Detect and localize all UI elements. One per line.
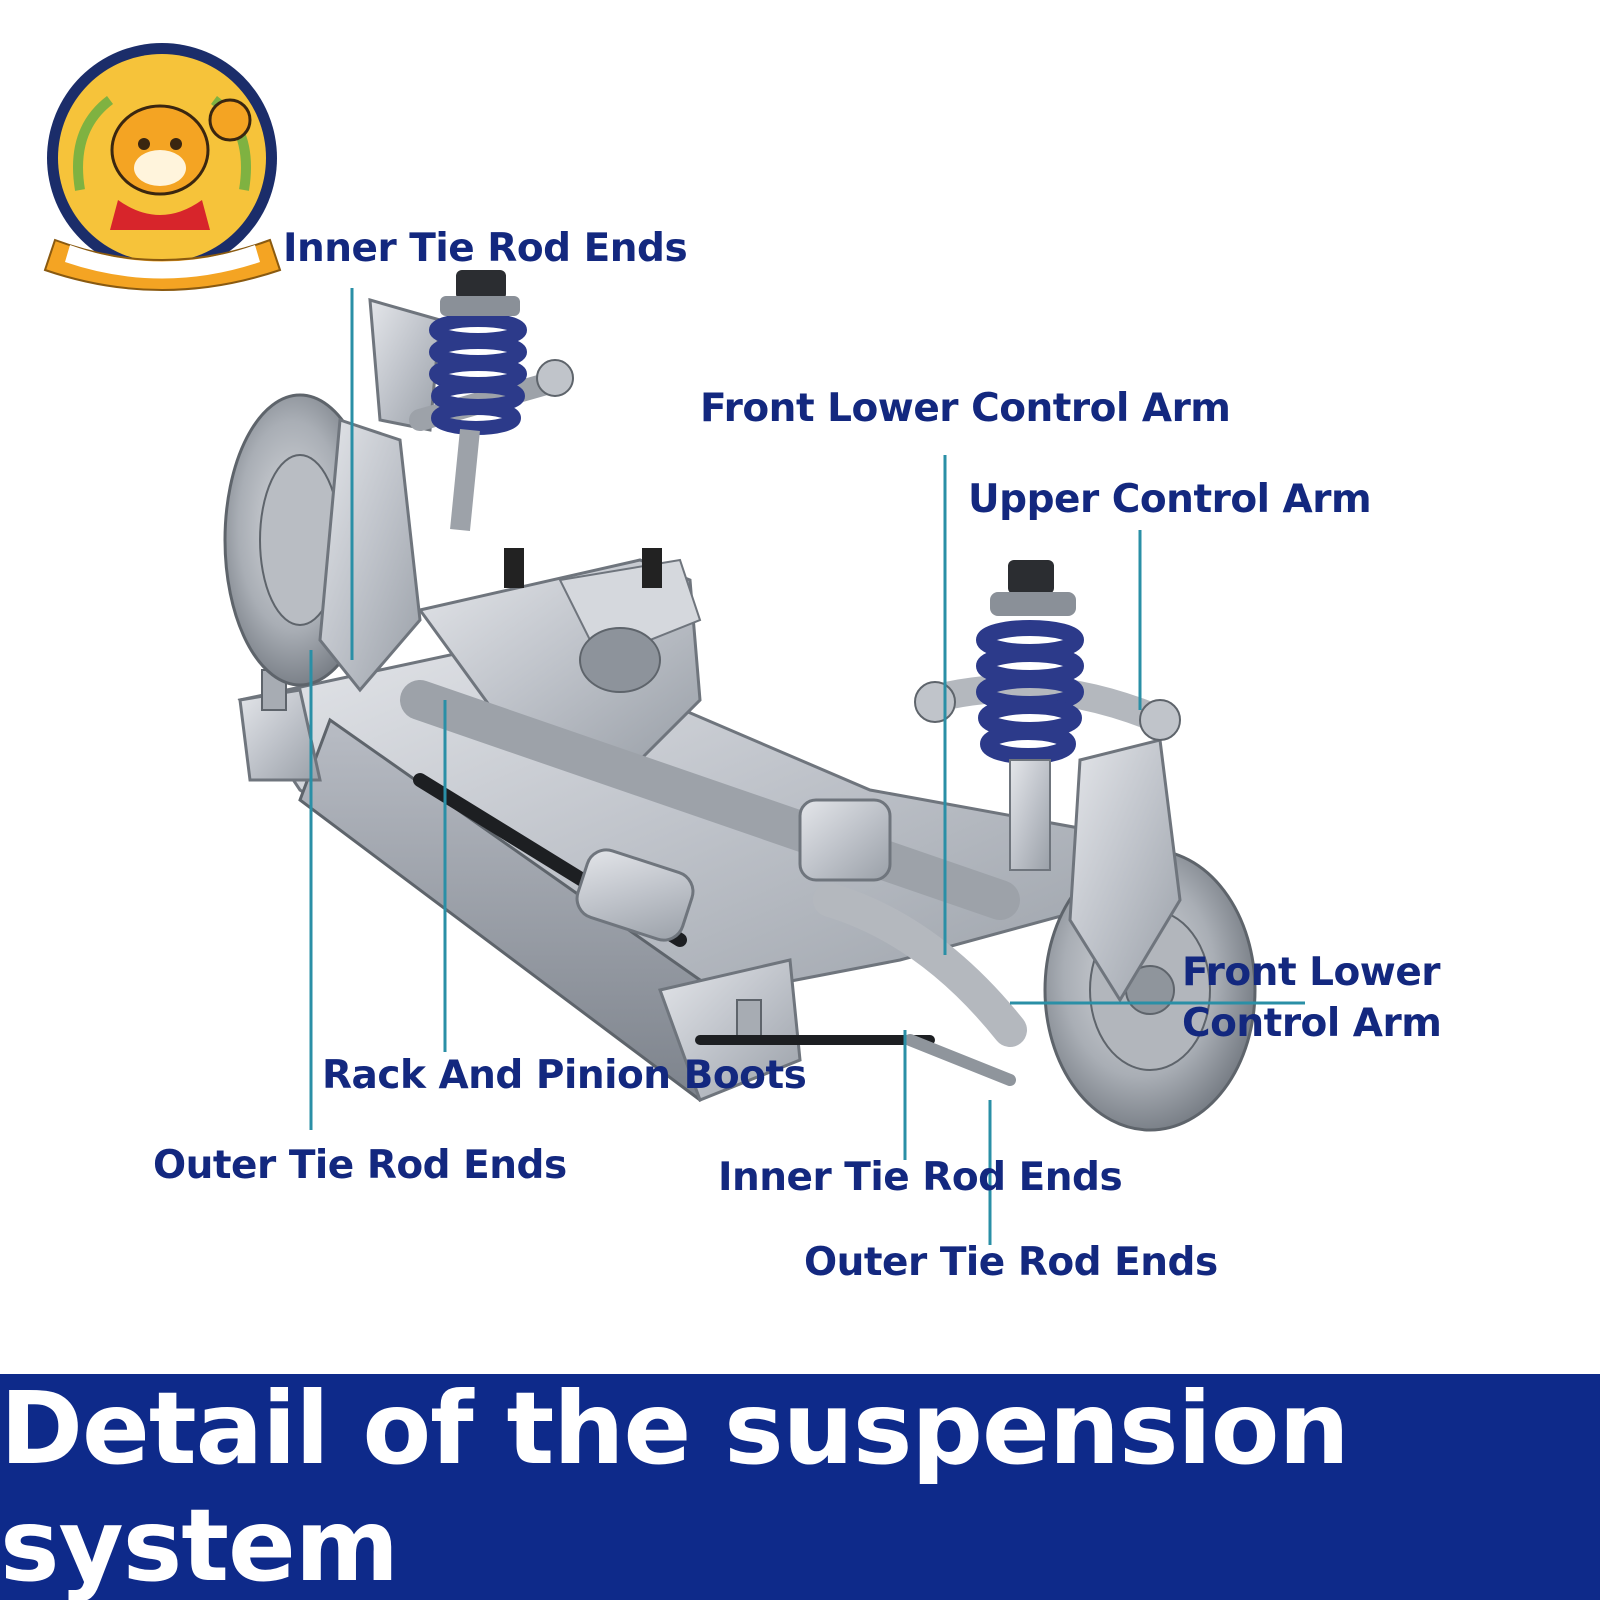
tiger-mechanic-logo-icon [43,43,282,291]
label-upper-control-arm: Upper Control Arm [968,477,1372,522]
label-inner-tie-rod-bottom: Inner Tie Rod Ends [718,1155,1123,1200]
steering-rack [400,680,1020,1086]
label-front-lower-control-arm-right: Front Lower Control Arm [1182,950,1442,1046]
left-corner-assembly [223,270,574,693]
label-front-lower-control-arm-top: Front Lower Control Arm [700,386,1231,431]
suspension-diagram [223,270,1305,1245]
title-banner: Detail of the suspension system [0,1370,1600,1604]
right-corner-assembly [813,560,1257,1132]
label-outer-tie-rod-bottom: Outer Tie Rod Ends [804,1240,1218,1285]
label-inner-tie-rod-left: Inner Tie Rod Ends [283,226,688,271]
label-rack-and-pinion-boots: Rack And Pinion Boots [322,1053,807,1098]
label-outer-tie-rod-left: Outer Tie Rod Ends [153,1143,567,1188]
banner-title: Detail of the suspension system [0,1370,1350,1604]
leader-lines [309,288,1305,1245]
